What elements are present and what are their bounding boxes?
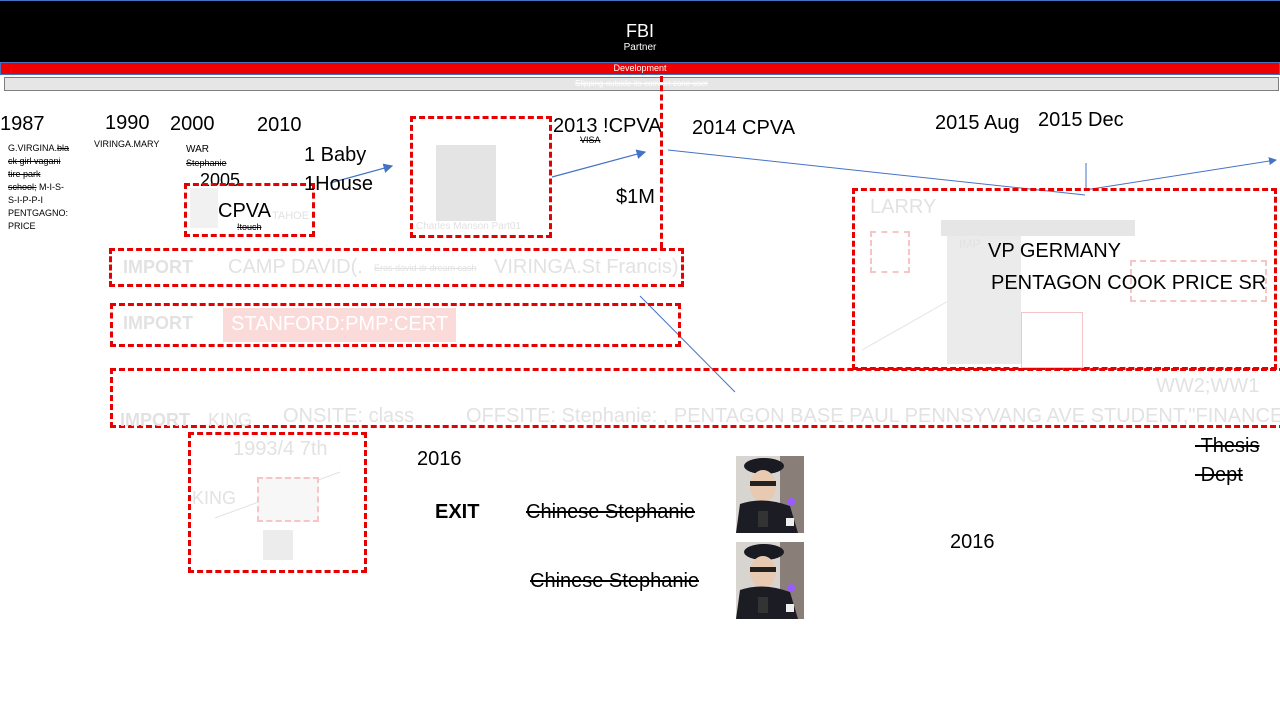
header-subtitle: Partner xyxy=(623,42,657,53)
development-bar: Development xyxy=(0,62,1280,75)
stanford-highlight xyxy=(223,308,456,342)
virgina-line1: G.VIRGINA. xyxy=(8,143,58,153)
arrow-manson-2013 xyxy=(551,149,647,178)
camp-small: Eros david dr dream cash xyxy=(374,263,477,273)
police-photo-2 xyxy=(736,542,804,619)
import-label-1: IMPORT xyxy=(123,257,193,277)
offsite-label: OFFSITE: Stephanie: , PENTAGON BASE PAUL… xyxy=(466,405,1280,427)
king-faint-box xyxy=(257,477,319,522)
baby-label: 1 Baby xyxy=(304,144,367,166)
king-faint-image xyxy=(263,530,293,560)
arrow-2015-right xyxy=(1084,157,1277,191)
king-label-bottom: KING xyxy=(192,488,237,508)
header-title: FBI xyxy=(625,21,654,41)
year-2015-aug: 2015 Aug xyxy=(935,112,1020,134)
year-2015-dec: 2015 Dec xyxy=(1038,109,1124,131)
house-label: 1House xyxy=(304,173,373,195)
slip-bar: Slipping outside its comfort zone user xyxy=(4,77,1279,91)
viringa-mary: VIRINGA.MARY xyxy=(94,139,160,149)
larry-label: LARRY xyxy=(870,196,937,218)
king-label-row: KING xyxy=(208,410,253,430)
stephanie-strike: Stephanie xyxy=(186,158,227,168)
vertical-divider xyxy=(660,76,663,248)
police-officer-icon xyxy=(736,542,804,619)
virgina-line7: PRICE xyxy=(8,221,36,231)
virgina-strike2: ck girl vagani xyxy=(8,156,61,166)
virgina-strike1: bla xyxy=(57,143,70,153)
virgina-strike3: tire park xyxy=(8,169,41,179)
tahoe-label: TAHOE xyxy=(272,210,310,222)
year-2016-a: 2016 xyxy=(417,448,462,470)
panel-faint-frame xyxy=(1021,312,1083,368)
year-2013: 2013 !CPVA xyxy=(553,115,662,137)
chinese-stephanie-2: Chinese Stephanie xyxy=(530,570,700,592)
exit-label: EXIT xyxy=(435,501,480,523)
year-2000: 2000 xyxy=(170,113,215,135)
ww-label: WW2;WW1 xyxy=(1156,375,1260,397)
stanford-label: STANFORD:PMP:CERT xyxy=(231,313,449,335)
viringa-stfrancis: VIRINGA.St Francis) xyxy=(494,256,679,278)
virgina-line5: S-I-P-P-I xyxy=(8,195,43,205)
pentagon-cook-label: PENTAGON COOK PRICE SR xyxy=(991,272,1267,294)
year-1993: 1993/4 7th xyxy=(233,438,328,460)
header-bar: FBI Partner xyxy=(0,0,1280,62)
touch-label: !touch xyxy=(237,222,262,232)
thesis-label: Thesis xyxy=(1195,435,1260,458)
vp-germany-label: VP GERMANY xyxy=(988,240,1121,262)
cpva-label: CPVA xyxy=(218,200,271,222)
onsite-label: ONSITE: class xyxy=(283,405,415,427)
import-label-2: IMPORT xyxy=(123,313,193,333)
virgina-notes: G.VIRGINA.bla ck girl vagani tire park s… xyxy=(8,142,69,233)
manson-box xyxy=(410,116,552,238)
import-label-3: IMPORT xyxy=(120,410,190,430)
larry-faint-box xyxy=(870,231,910,273)
camp-david: CAMP DAVID(. xyxy=(228,256,363,278)
manson-faint-image xyxy=(436,145,496,221)
cpva-box xyxy=(184,183,315,237)
virgina-tail: M-I-S- xyxy=(36,182,65,192)
imp-label: IMP xyxy=(959,237,981,251)
panel-faint-image xyxy=(947,236,1021,364)
police-photo-1 xyxy=(736,456,804,533)
year-2010: 2010 xyxy=(257,114,302,136)
pentagon-faint-box xyxy=(1130,260,1267,302)
thesis-text: Thesis xyxy=(1200,435,1260,457)
dept-label: Dept xyxy=(1195,464,1243,487)
manson-caption: Charles Manson Part01 xyxy=(416,221,522,232)
right-panel-box xyxy=(852,188,1277,370)
line-panel-diag xyxy=(861,299,951,351)
year-1990: 1990 xyxy=(105,112,150,134)
cpva-faint-image xyxy=(190,188,218,228)
war-label: WAR xyxy=(186,144,209,155)
virgina-line6: PENTGAGNO: xyxy=(8,208,69,218)
year-2016-b: 2016 xyxy=(950,531,995,553)
import-row-1 xyxy=(109,248,684,287)
line-import-diag xyxy=(639,295,736,393)
arrow-2010-manson xyxy=(329,163,394,184)
year-1987: 1987 xyxy=(0,113,45,135)
police-officer-icon xyxy=(736,456,804,533)
chinese-stephanie-1: Chinese Stephanie xyxy=(526,501,696,523)
panel-faint-bar xyxy=(941,220,1135,236)
king-box xyxy=(188,432,367,573)
virgina-strike4: school; xyxy=(8,182,37,192)
import-row-3 xyxy=(110,368,1280,428)
import-row-2 xyxy=(110,303,681,347)
visa-label: VISA xyxy=(580,135,601,145)
million-label: $1M xyxy=(616,186,655,208)
dept-text: Dept xyxy=(1200,464,1243,486)
line-2014-2015 xyxy=(667,149,1086,196)
year-2014: 2014 CPVA xyxy=(692,117,796,139)
